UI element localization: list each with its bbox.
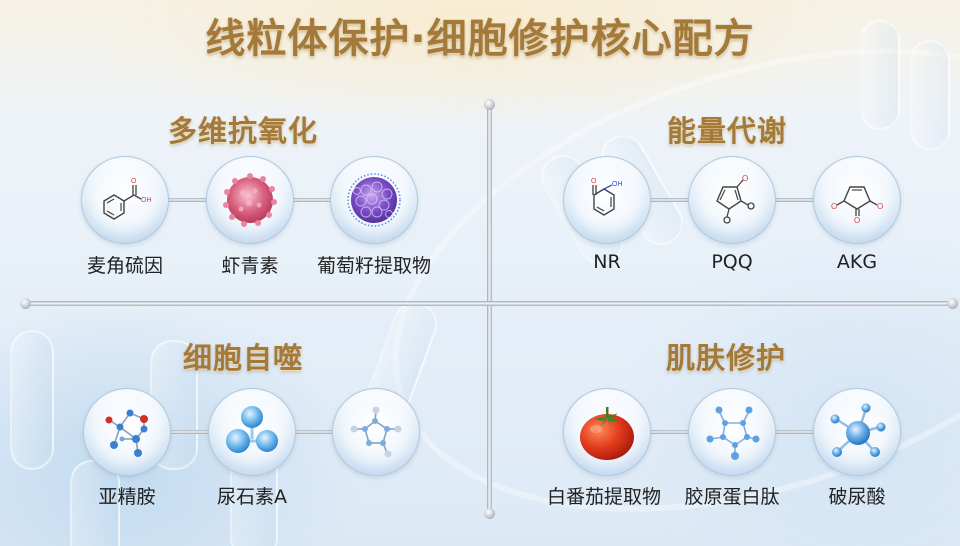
ring-molecule-icon: [350, 406, 402, 458]
svg-text:O: O: [131, 178, 137, 185]
ingredient-bubble: [206, 156, 294, 244]
horizontal-divider: [24, 301, 956, 306]
connector: [648, 430, 693, 434]
cyclopentenetrione-structure-icon: O O O: [831, 186, 883, 225]
connector: [165, 430, 215, 434]
ingredient-label: 虾青素: [221, 255, 279, 277]
connector: [160, 198, 220, 202]
ingredient-label: 葡萄籽提取物: [316, 255, 432, 277]
section-title: 多维抗氧化: [168, 114, 319, 148]
ingredient-bubble: [332, 388, 420, 476]
svg-text:O: O: [831, 202, 837, 211]
cyclopentene-structure-icon: O: [716, 174, 755, 224]
ball-stick-molecule-icon: [105, 409, 148, 457]
svg-text:O: O: [591, 178, 597, 185]
ingredient-bubble: [83, 388, 171, 476]
central-atom-molecule-icon: [830, 403, 886, 457]
ingredient-label: NR: [593, 251, 621, 273]
ingredient-label: 尿石素A: [217, 486, 287, 508]
vertical-divider: [487, 103, 492, 513]
ingredient-label: 破尿酸: [828, 486, 886, 508]
ingredient-bubble: [563, 388, 651, 476]
ingredient-bubble: O: [688, 156, 776, 244]
benzoic-acid-structure-icon: O OH: [103, 178, 152, 220]
purple-cell-icon: [347, 173, 401, 227]
ingredient-label: 白番茄提取物: [546, 486, 662, 508]
section-title: 肌肤修护: [666, 341, 787, 375]
ingredient-bubble: [208, 388, 296, 476]
ingredient-label: 胶原蛋白肽: [684, 486, 780, 508]
svg-text:O: O: [742, 174, 748, 183]
divider-knob-right: [947, 298, 958, 309]
peptide-molecule-icon: [706, 406, 760, 460]
ingredient-label: AKG: [836, 251, 878, 273]
ingredient-bubble: [813, 388, 901, 476]
ingredient-bubble: [688, 388, 776, 476]
section-title: 能量代谢: [667, 114, 788, 148]
connector: [290, 198, 340, 202]
ingredient-label: PQQ: [711, 251, 753, 273]
tomato-icon: [580, 407, 634, 460]
svg-text:O: O: [877, 202, 883, 211]
ingredient-label: 麦角硫因: [86, 255, 164, 277]
ingredient-bubble: O OH: [81, 156, 169, 244]
ingredient-label: 亚精胺: [98, 486, 156, 508]
ingredient-bubble: [330, 156, 418, 244]
divider-knob-top: [484, 99, 495, 110]
ingredient-bubble: O OH: [563, 156, 651, 244]
section-title: 细胞自噬: [183, 341, 304, 375]
three-spheres-icon: [226, 406, 278, 453]
page-title: 线粒体保护·细胞修护核心配方: [205, 16, 755, 62]
divider-knob-bottom: [484, 508, 495, 519]
divider-knob-left: [20, 298, 31, 309]
connector: [648, 198, 693, 202]
svg-text:OH: OH: [141, 197, 152, 204]
svg-text:OH: OH: [612, 181, 623, 188]
connector: [290, 430, 340, 434]
ring-oh-structure-icon: O OH: [591, 178, 623, 216]
pink-cell-icon: [223, 173, 277, 227]
svg-text:O: O: [854, 216, 860, 225]
connector: [775, 198, 820, 202]
connector: [773, 430, 818, 434]
ingredient-bubble: O O O: [813, 156, 901, 244]
